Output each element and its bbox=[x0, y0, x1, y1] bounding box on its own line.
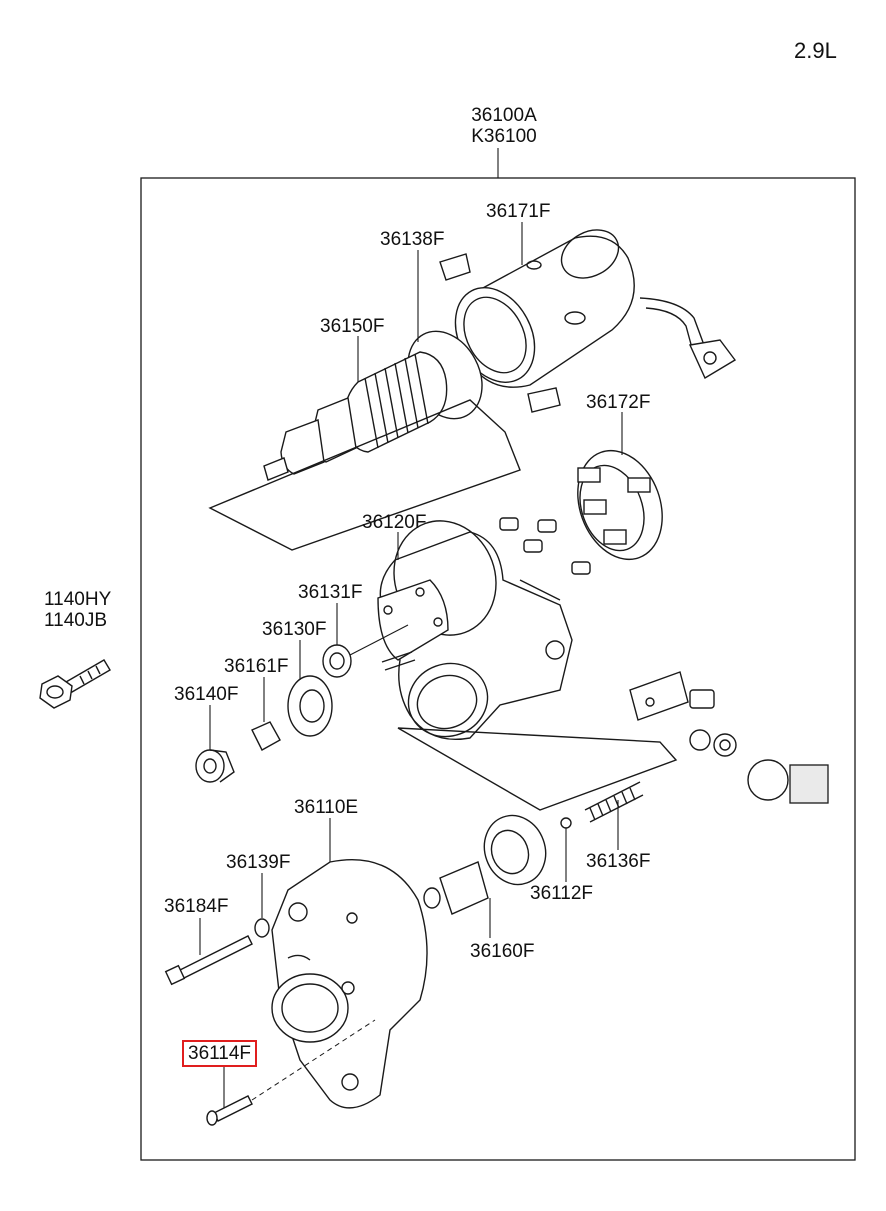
spring-drawing bbox=[560, 781, 644, 829]
overrunning-gear-drawing bbox=[287, 675, 333, 737]
part-label-36150F[interactable]: 36150F bbox=[320, 316, 385, 337]
part-label-36120F[interactable]: 36120F bbox=[362, 512, 427, 533]
screw-drawing bbox=[206, 1019, 376, 1126]
part-label-36136F[interactable]: 36136F bbox=[586, 851, 651, 872]
brush-holder-drawing bbox=[499, 449, 663, 575]
front-housing-drawing bbox=[271, 858, 428, 1109]
yoke-housing-drawing bbox=[439, 229, 737, 413]
subassembly-panel-outline bbox=[208, 399, 521, 551]
through-bolt-drawing bbox=[164, 935, 253, 986]
part-label-36161F[interactable]: 36161F bbox=[224, 656, 289, 677]
flange-bolt-drawing bbox=[39, 659, 111, 709]
bolt-group-label: 1140HY 1140JB bbox=[44, 589, 112, 631]
washer-drawing bbox=[254, 918, 270, 938]
armature-drawing bbox=[263, 351, 448, 481]
part-label-36130F[interactable]: 36130F bbox=[262, 619, 327, 640]
engine-label: 2.9L bbox=[794, 38, 837, 63]
bolt-part-number-1[interactable]: 1140HY bbox=[44, 589, 112, 610]
part-label-36171F[interactable]: 36171F bbox=[486, 201, 551, 222]
part-label-36131F[interactable]: 36131F bbox=[298, 582, 363, 603]
part-label-36140F[interactable]: 36140F bbox=[174, 684, 239, 705]
cap-drawing bbox=[195, 749, 235, 783]
retainer-drawing bbox=[251, 721, 281, 751]
part-label-36184F[interactable]: 36184F bbox=[164, 896, 229, 917]
part-label-36160F[interactable]: 36160F bbox=[470, 941, 535, 962]
bolt-part-number-2[interactable]: 1140JB bbox=[44, 609, 108, 631]
part-label-36114F[interactable]: 36114F bbox=[182, 1040, 258, 1067]
pinion-drawing bbox=[423, 814, 547, 915]
leader-lines bbox=[199, 222, 623, 1108]
gear-housing-drawing bbox=[377, 520, 573, 740]
assembly-alt-number[interactable]: K36100 bbox=[471, 125, 537, 147]
part-label-36138F[interactable]: 36138F bbox=[380, 229, 445, 250]
part-label-36110E[interactable]: 36110E bbox=[294, 797, 359, 818]
part-label-36172F[interactable]: 36172F bbox=[586, 392, 651, 413]
part-label-36112F[interactable]: 36112F bbox=[530, 883, 594, 904]
assembly-part-number[interactable]: 36100A bbox=[471, 105, 537, 126]
drive-panel-outline bbox=[397, 727, 678, 811]
terminal-parts-drawing bbox=[629, 671, 829, 804]
assembly-label: 36100A K36100 bbox=[424, 105, 584, 147]
part-label-36139F[interactable]: 36139F bbox=[226, 852, 291, 873]
